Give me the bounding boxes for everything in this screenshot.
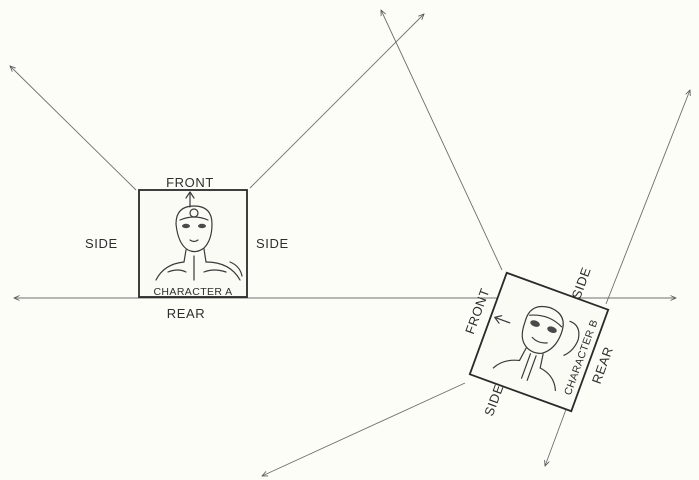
character-a-side-right-label: SIDE xyxy=(256,236,289,251)
sightline-b-upper-right xyxy=(606,90,690,304)
character-a-group: FRONT SIDE SIDE CHARACTER A REAR xyxy=(85,175,289,321)
character-a-rear-label: REAR xyxy=(167,306,206,321)
sightline-a-upper-right xyxy=(250,14,424,188)
character-a-name-label: CHARACTER A xyxy=(153,286,232,298)
character-b-side-top-label: SIDE xyxy=(569,265,594,301)
character-a-side-left-label: SIDE xyxy=(85,236,118,251)
sightline-b-lower-left xyxy=(262,383,465,476)
sightline-b-lower-right xyxy=(545,404,568,466)
character-b-group: FRONT CHARACTER B REAR SIDE SIDE xyxy=(438,235,639,449)
character-b-side-bottom-label: SIDE xyxy=(481,382,506,418)
sightline-a-upper-left xyxy=(10,66,136,190)
sightline-b-upper-left xyxy=(381,10,502,270)
character-a-front-label: FRONT xyxy=(166,175,214,190)
